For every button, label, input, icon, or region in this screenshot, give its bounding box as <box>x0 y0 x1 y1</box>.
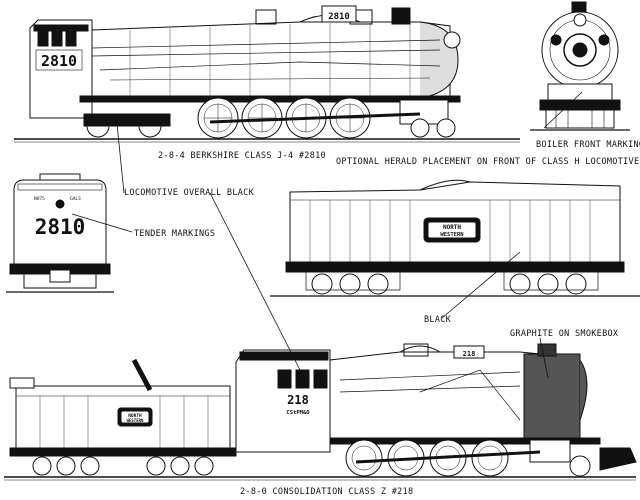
herald-placement-label: OPTIONAL HERALD PLACEMENT ON FRONT OF CL… <box>336 157 640 167</box>
locomotive-overall-black-label: LOCOMOTIVE OVERALL BLACK <box>124 188 255 198</box>
consol-cab-road: CStPM&O <box>286 410 310 416</box>
berkshire-headlight-number: 2810 <box>328 12 350 22</box>
leader-graphite <box>539 337 549 379</box>
boiler-front-view <box>530 1 630 131</box>
svg-text:WESTERN: WESTERN <box>440 232 463 238</box>
tender-rear-number: 2810 <box>35 215 86 239</box>
berkshire-cab-number: 2810 <box>41 52 77 70</box>
leader-tender-markings <box>71 213 133 233</box>
herald-logo: NORTH WESTERN <box>423 217 481 243</box>
tender-side-view: NORTH WESTERN <box>270 179 640 297</box>
black-label: BLACK <box>424 315 452 325</box>
callout-leaders <box>71 123 549 379</box>
berkshire-locomotive: 2810 2810 <box>14 5 520 143</box>
tender-rear-small-left: NO75 <box>34 196 45 202</box>
tender-markings-label: TENDER MARKINGS <box>134 229 216 239</box>
leader-loco-black-bottom <box>209 192 301 371</box>
consol-headlight-number: 218 <box>463 350 476 358</box>
svg-text:WESTERN: WESTERN <box>127 418 144 423</box>
graphite-smokebox-label: GRAPHITE ON SMOKEBOX <box>510 329 619 339</box>
berkshire-caption: 2-8-4 BERKSHIRE CLASS J-4 #2810 <box>158 151 326 161</box>
consolidation-caption: 2-8-0 CONSOLIDATION CLASS Z #218 <box>240 487 414 497</box>
tender-rear-view: NO75 GALS 2810 <box>6 173 114 293</box>
leader-loco-black-top <box>116 123 125 194</box>
leader-black <box>441 251 521 319</box>
boiler-front-markings-label: BOILER FRONT MARKINGS <box>536 140 640 150</box>
svg-text:NORTH: NORTH <box>128 413 142 419</box>
consol-cab-number: 218 <box>287 393 309 407</box>
tender-rear-small-right: GALS <box>70 196 81 202</box>
svg-text:NORTH: NORTH <box>443 224 461 231</box>
consolidation-locomotive: NORTH WESTERN 218 CStPM&O 218 <box>4 343 637 481</box>
